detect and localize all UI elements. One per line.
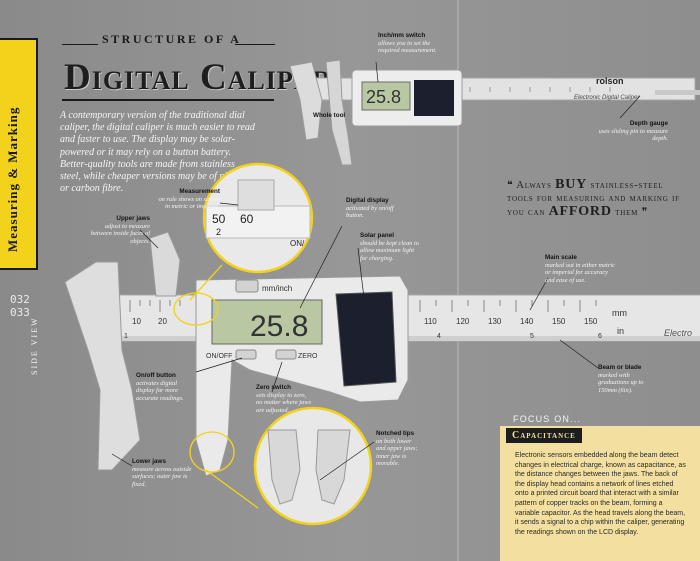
zoom-on-label: ON/ (290, 239, 305, 248)
page-gutter (457, 0, 459, 561)
mm-tick-label: 10 (132, 317, 141, 326)
zoom-mm-label: 50 (212, 212, 226, 226)
mm-tick-label: 130 (488, 317, 502, 326)
quote-open: ❝ (507, 180, 514, 191)
unit-mm: mm (612, 308, 627, 318)
focus-tag: Capacitance (506, 428, 582, 443)
kicker-rule-right (235, 44, 275, 45)
page-title: Digital Caliper (64, 57, 332, 98)
on-off-label: ON/OFF (206, 353, 232, 360)
quote-part2: stainless-steel tools for measuring and … (507, 180, 680, 218)
mm-scale-labels: 10 20 110 120 130 140 150 150 (132, 317, 598, 326)
kicker-rule-left (62, 44, 98, 45)
small-lcd-reading: 25.8 (366, 87, 401, 107)
main-caliper: mm/inch 25.8 ON/OFF ZERO 10 20 110 120 1… (64, 231, 700, 477)
quote-close: ❞ (641, 207, 649, 218)
mm-tick-label: 140 (520, 317, 534, 326)
focus-text: Electronic sensors embedded along the be… (515, 452, 686, 536)
zoom-inch-label: 2 (216, 227, 221, 237)
title-rule (62, 99, 274, 101)
section-tab (0, 38, 38, 270)
lcd-reading: 25.8 (250, 310, 308, 343)
focus-label: FOCUS ON... (513, 414, 582, 424)
mm-inch-label: mm/inch (262, 284, 292, 293)
inch-tick-label: 5 (530, 333, 534, 340)
quote-part1: Always (516, 180, 552, 191)
brand-cut: Electro (664, 328, 692, 338)
inch-tick-label: 6 (598, 333, 602, 340)
zoom-mm-label: 60 (240, 212, 254, 226)
small-caliper: 25.8 rolson Electronic Digital Caliper (289, 59, 700, 166)
quote-buy: BUY (555, 177, 588, 192)
annotation-whole-tool: Whole tool (313, 112, 346, 119)
mm-tick-label: 150 (584, 317, 598, 326)
mm-tick-label: 20 (158, 317, 167, 326)
intro-paragraph: A contemporary version of the traditiona… (60, 110, 255, 195)
quote-part3: them (615, 207, 639, 218)
mm-tick-label: 120 (456, 317, 470, 326)
unit-in: in (617, 326, 624, 336)
quote-afford: AFFORD (548, 204, 612, 219)
zoom-notched-tips (189, 406, 373, 526)
small-subtitle: Electronic Digital Caliper (574, 95, 640, 101)
page-number-right: 033 (10, 306, 30, 319)
inch-tick-label: 4 (437, 333, 441, 340)
page-number-left: 032 (10, 293, 30, 306)
kicker: STRUCTURE OF A (102, 32, 242, 46)
zero-label: ZERO (298, 353, 318, 360)
focus-box (500, 426, 700, 561)
small-brand: rolson (596, 76, 624, 86)
mm-tick-label: 150 (552, 317, 566, 326)
inch-scale-labels: 1 4 5 6 (124, 333, 602, 340)
pull-quote: ❝ Always BUY stainless-steel tools for m… (507, 178, 692, 219)
inch-tick-label: 1 (124, 333, 128, 340)
mm-tick-label: 110 (424, 317, 437, 326)
zoom-measurement: 50 60 2 ON/ (173, 162, 314, 326)
